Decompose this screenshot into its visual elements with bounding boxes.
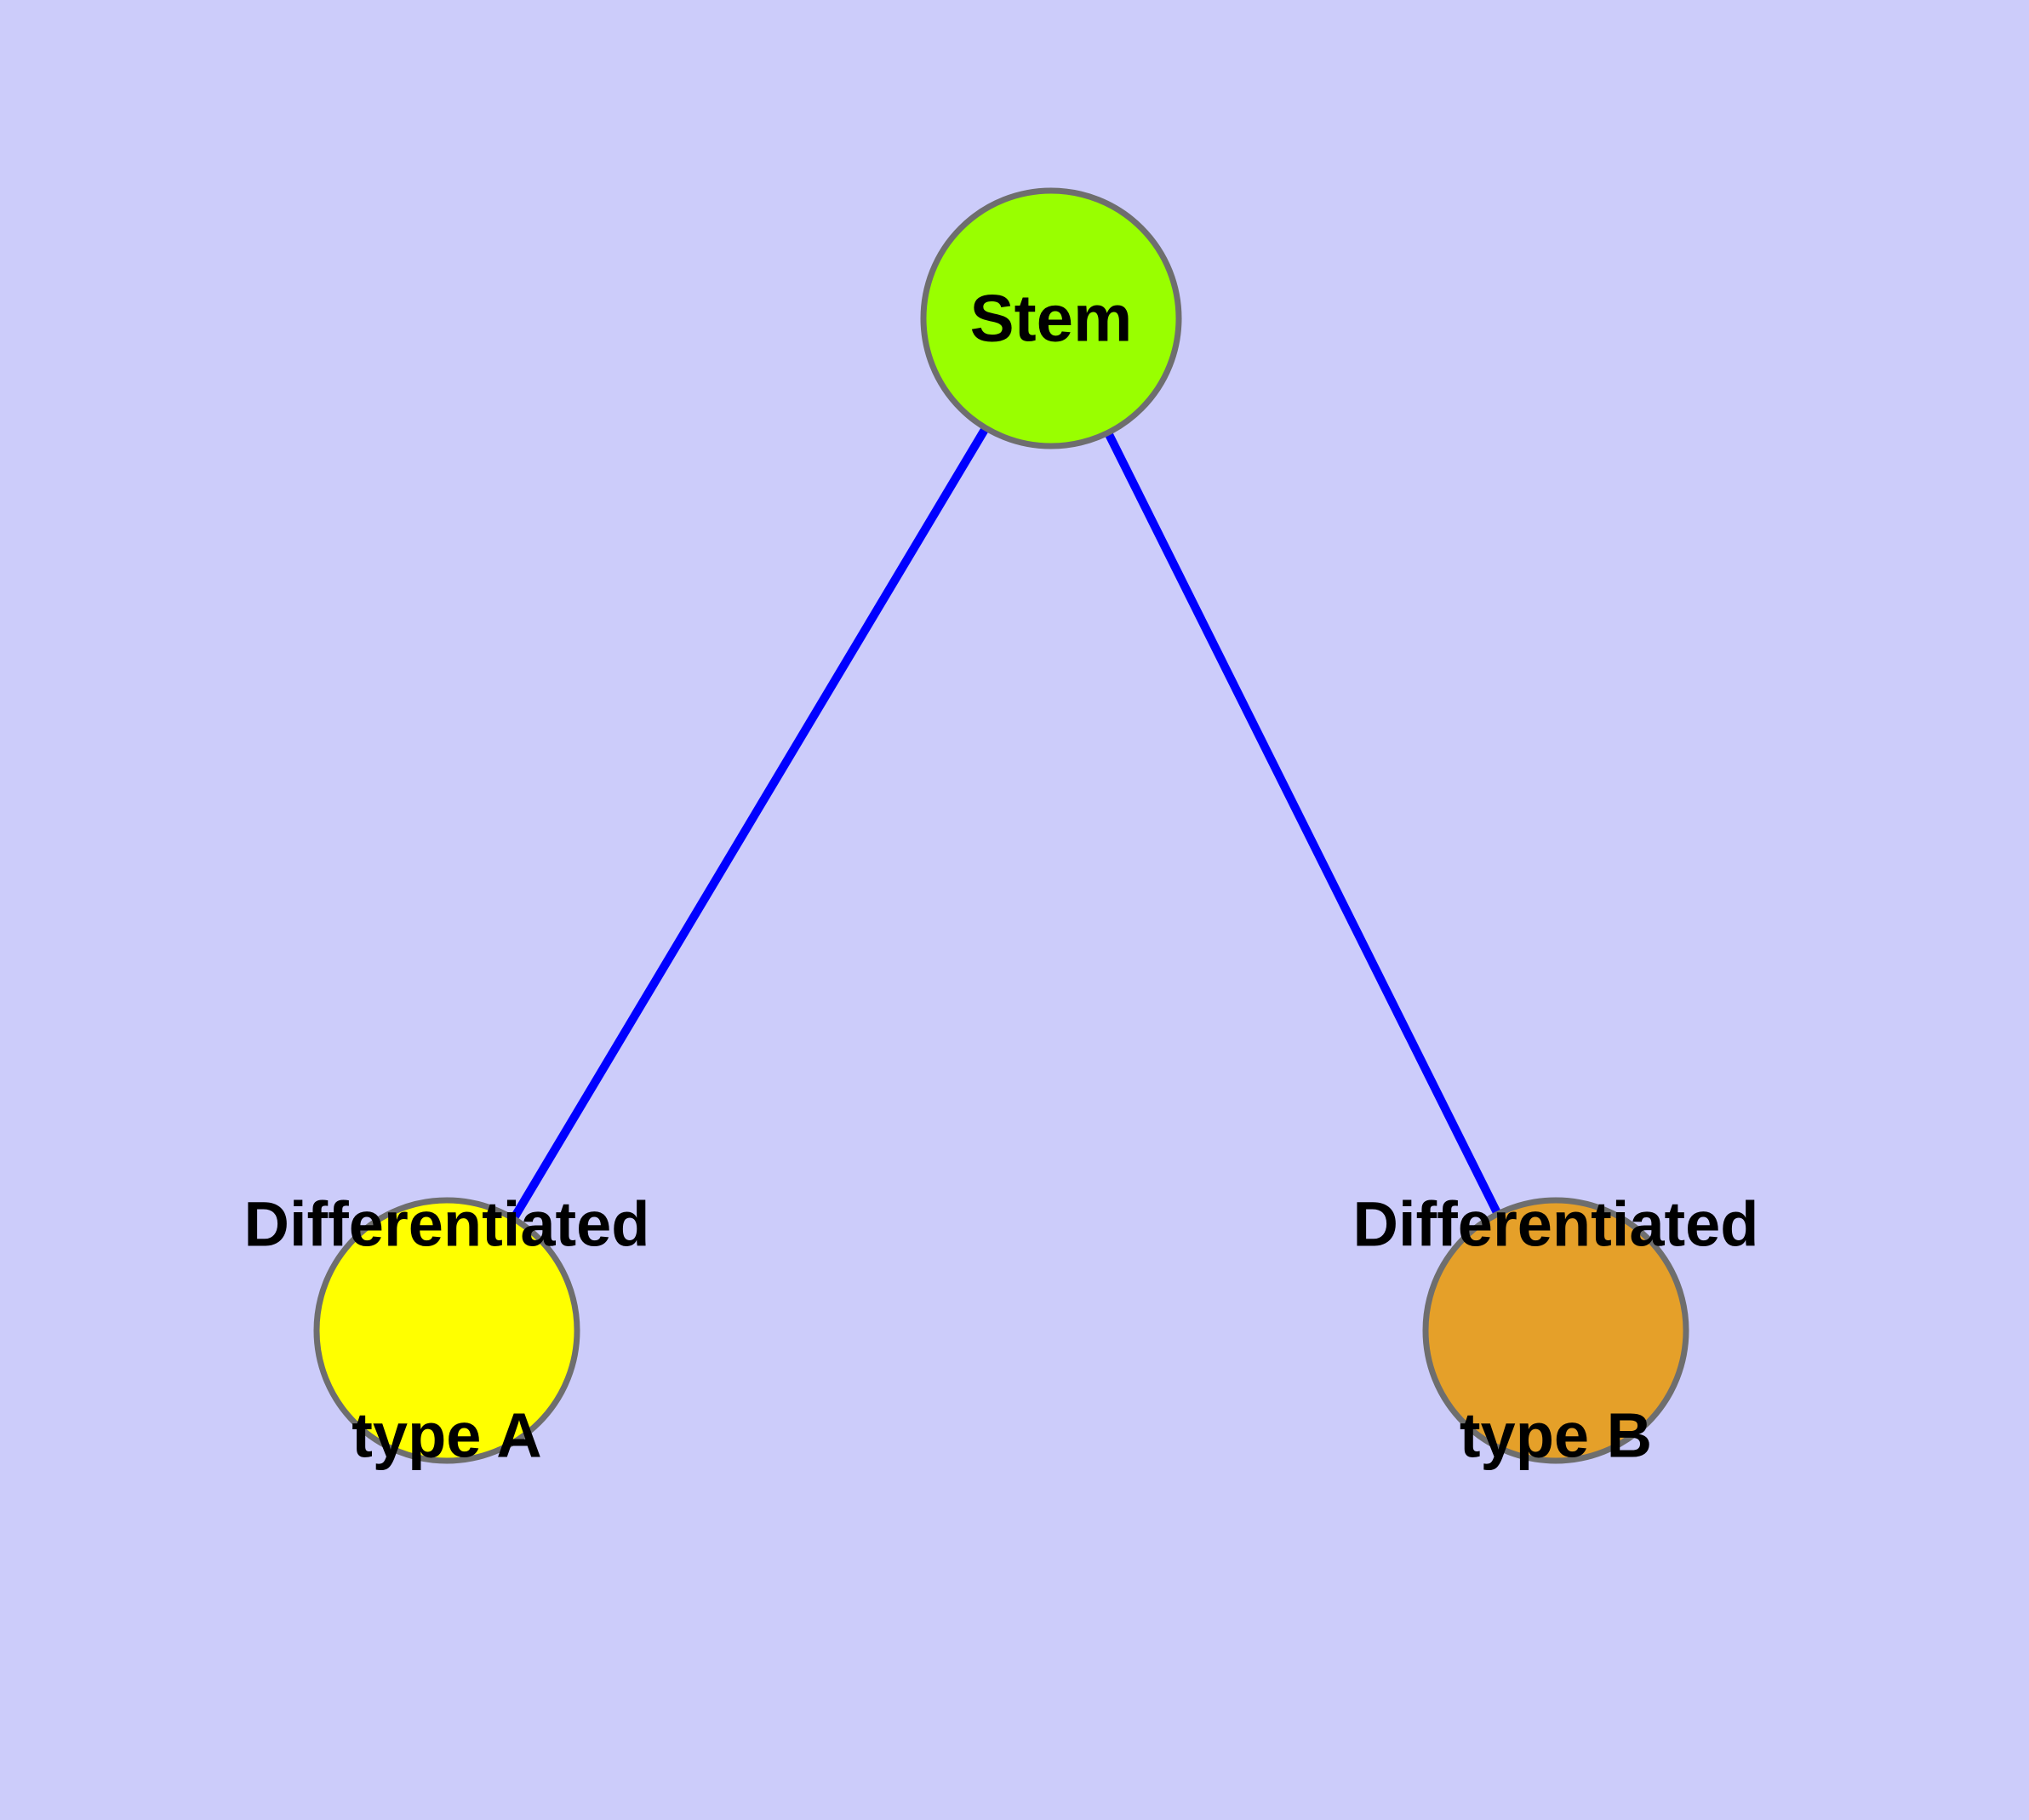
- node-circle-diff-b[interactable]: [1422, 1197, 1689, 1464]
- edges-group: [510, 426, 1501, 1221]
- nodes-group: [313, 187, 1689, 1464]
- node-circle-stem[interactable]: [920, 187, 1182, 449]
- edge-stem-b: [1104, 431, 1501, 1216]
- node-circle-diff-a[interactable]: [313, 1197, 580, 1464]
- edge-stem-a: [510, 426, 989, 1221]
